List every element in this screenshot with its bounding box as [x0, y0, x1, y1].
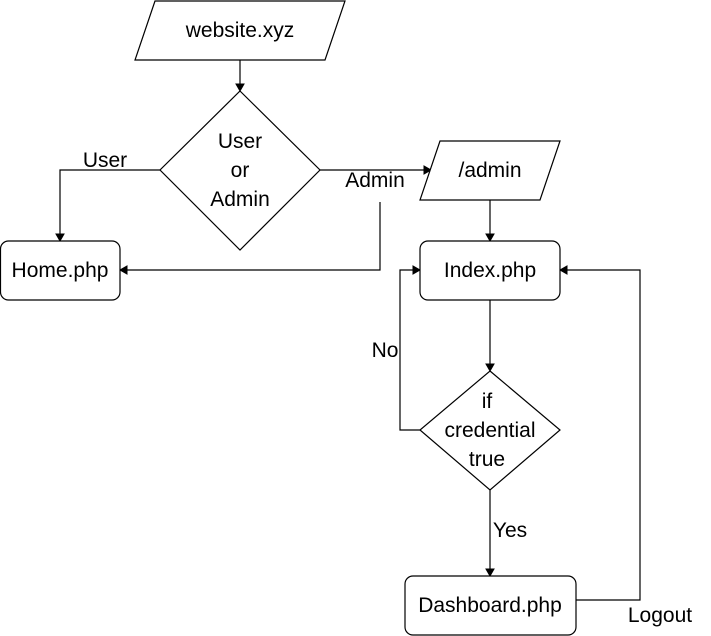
edge-label-user: User: [83, 149, 127, 172]
edge-admin-to-admin-path: [320, 165, 433, 175]
node-decision-credential: if credential true: [419, 370, 561, 491]
node-admin-path-label: /admin: [458, 159, 521, 182]
node-home-label: Home.php: [12, 259, 109, 282]
edge-user-to-home: [55, 169, 160, 243]
decision-cred-line-1: if: [482, 390, 493, 413]
node-website-label: website.xyz: [185, 19, 295, 42]
decision-user-line-3: Admin: [210, 188, 270, 211]
decision-user-line-1: User: [218, 130, 262, 153]
decision-cred-line-3: true: [469, 448, 505, 471]
edge-website-to-decision: [235, 60, 245, 93]
edge-index-to-credential: [485, 300, 495, 373]
edge-label-logout: Logout: [628, 604, 692, 627]
node-dashboard: Dashboard.php: [404, 575, 577, 636]
node-index-label: Index.php: [444, 259, 536, 282]
edge-label-yes: Yes: [493, 519, 527, 542]
node-decision-user-admin: User or Admin: [159, 90, 321, 251]
edge-no-to-index: [399, 265, 422, 431]
node-home: Home.php: [0, 240, 121, 301]
edge-logout-to-index: [558, 265, 641, 601]
node-dashboard-label: Dashboard.php: [418, 594, 562, 617]
node-index: Index.php: [419, 240, 561, 301]
edge-yes-to-dashboard: [485, 490, 495, 578]
node-website: website.xyz: [134, 0, 346, 61]
edge-admin-to-home: [118, 202, 381, 275]
node-admin-path: /admin: [419, 140, 561, 201]
edge-label-no: No: [372, 339, 399, 362]
decision-user-line-2: or: [231, 159, 250, 182]
decision-cred-line-2: credential: [444, 419, 535, 442]
edge-label-admin: Admin: [345, 169, 405, 192]
edge-admin-path-to-index: [485, 200, 495, 243]
